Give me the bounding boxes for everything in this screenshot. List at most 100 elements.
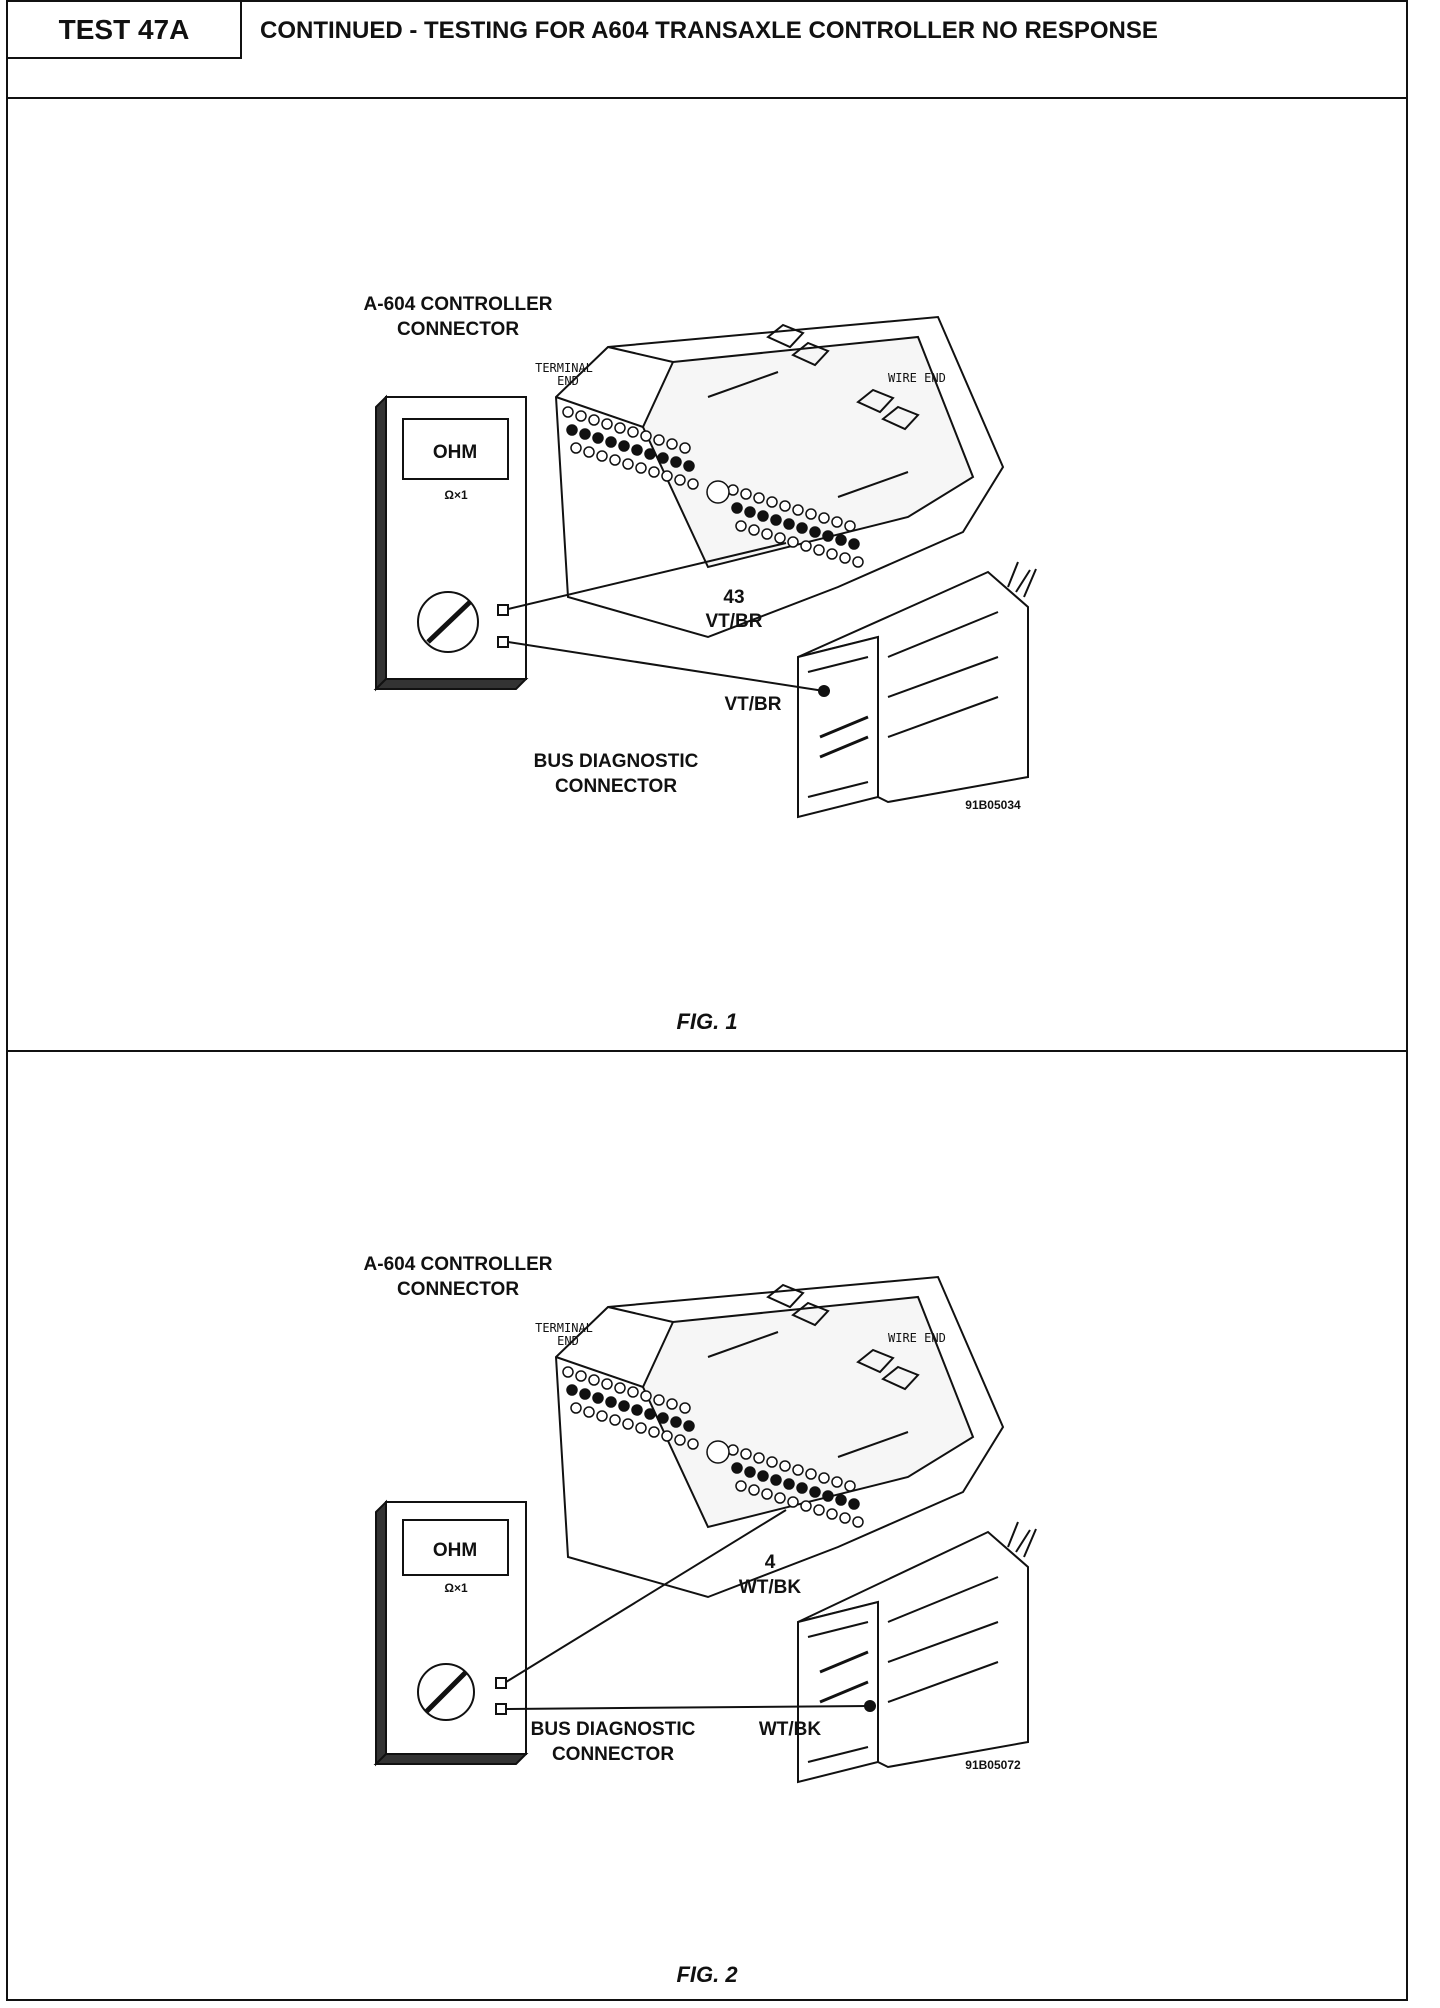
connector-pin [757, 1470, 769, 1482]
connector-pin [809, 1486, 821, 1498]
connector-pin [844, 1480, 856, 1492]
connector-pin [844, 520, 856, 532]
connector-pin [800, 1500, 812, 1512]
connector-pin [848, 1498, 860, 1510]
connector-pin [653, 434, 665, 446]
connector-pin [661, 1430, 673, 1442]
terminal-end-label-line2: END [557, 374, 579, 388]
connector-pin [735, 520, 747, 532]
connector-pin [753, 1452, 765, 1464]
connector-pin [787, 1496, 799, 1508]
connector-pin [792, 504, 804, 516]
connector-pin [683, 1420, 695, 1432]
connector-pin [687, 478, 699, 490]
bus-label-line2: CONNECTOR [555, 776, 677, 797]
connector-pin [735, 1480, 747, 1492]
connector-pin [627, 426, 639, 438]
connector-pin [770, 1474, 782, 1486]
connector-pin [813, 544, 825, 556]
connector-pin [670, 1416, 682, 1428]
meter-range: Ω×1 [444, 1581, 468, 1595]
connector-pin [770, 514, 782, 526]
terminal-end-label-line1: TERMINAL [535, 361, 593, 375]
controller-connector [554, 315, 1005, 639]
connector-pin [753, 492, 765, 504]
figure-2-panel: OHM Ω×1 A-604 CONTROLLER CONNECTOR [8, 1052, 1406, 2001]
connector-pin [805, 1468, 817, 1480]
figure-ref: 91B05072 [965, 1758, 1021, 1772]
connector-pin [835, 1494, 847, 1506]
figure-ref: 91B05034 [965, 798, 1021, 812]
connector-pin [614, 422, 626, 434]
pin-wire-color: VT/BR [706, 611, 763, 632]
figure-1-caption: FIG. 1 [676, 1009, 738, 1034]
header: TEST 47A CONTINUED - TESTING FOR A604 TR… [8, 2, 1406, 99]
connector-pin [774, 532, 786, 544]
connector-pin [596, 1410, 608, 1422]
connector-pin [805, 508, 817, 520]
terminal-end-label-line2: END [557, 1334, 579, 1348]
connector-pin [596, 450, 608, 462]
connector-pin [748, 524, 760, 536]
connector-pin [813, 1504, 825, 1516]
connector-pin [648, 1426, 660, 1438]
bus-label-line1: BUS DIAGNOSTIC [531, 1719, 696, 1740]
controller-pins [562, 406, 864, 568]
connector-pin [744, 1466, 756, 1478]
connector-pin [562, 1366, 574, 1378]
connector-pin [644, 1408, 656, 1420]
connector-pin [657, 1412, 669, 1424]
connector-pin [605, 1396, 617, 1408]
connector-pin [562, 406, 574, 418]
multimeter [373, 1499, 529, 1767]
connector-pin [609, 1414, 621, 1426]
controller-label-line1: A-604 CONTROLLER [364, 294, 553, 315]
meter-display: OHM [433, 442, 477, 463]
figure-2-caption: FIG. 2 [676, 1962, 738, 1987]
controller-connector [554, 1275, 1005, 1599]
connector-pin [748, 1484, 760, 1496]
meter-display: OHM [433, 1540, 477, 1561]
connector-pin [818, 1472, 830, 1484]
connector-pin [622, 458, 634, 470]
connector-pin [679, 442, 691, 454]
connector-pin [835, 534, 847, 546]
bus-wire-color: VT/BR [725, 694, 782, 715]
connector-pin [731, 502, 743, 514]
wire-end-label: WIRE END [888, 371, 946, 385]
page-frame: TEST 47A CONTINUED - TESTING FOR A604 TR… [6, 0, 1408, 2001]
connector-pin [583, 446, 595, 458]
connector-pin [757, 510, 769, 522]
connector-pin [640, 430, 652, 442]
controller-label-line2: CONNECTOR [397, 1279, 519, 1300]
figure-1-diagram: OHM Ω×1 A-604 CONTROLLER [364, 294, 1037, 819]
connector-pin [818, 512, 830, 524]
connector-pin [674, 1434, 686, 1446]
connector-pin [605, 436, 617, 448]
connector-pin [774, 1492, 786, 1504]
connector-pin [683, 460, 695, 472]
connector-pin [588, 1374, 600, 1386]
connector-pin [839, 1512, 851, 1524]
connector-key-hole [706, 1440, 730, 1464]
connector-pin [848, 538, 860, 550]
connector-pin [648, 466, 660, 478]
connector-pin [609, 454, 621, 466]
connector-pin [618, 1400, 630, 1412]
connector-pin [831, 1476, 843, 1488]
multimeter [373, 394, 529, 692]
connector-pin [622, 1418, 634, 1430]
connector-pin [653, 1394, 665, 1406]
terminal-end-label-line1: TERMINAL [535, 1321, 593, 1335]
connector-pin [809, 526, 821, 538]
connector-pin [670, 456, 682, 468]
meter-range: Ω×1 [444, 488, 468, 502]
test-leads [507, 542, 825, 692]
connector-pin [779, 1460, 791, 1472]
connector-pin [666, 438, 678, 450]
connector-pin [787, 536, 799, 548]
pin-wire-color: WT/BK [739, 1577, 802, 1598]
connector-pin [601, 1378, 613, 1390]
connector-pin [783, 1478, 795, 1490]
connector-pin [575, 1370, 587, 1382]
